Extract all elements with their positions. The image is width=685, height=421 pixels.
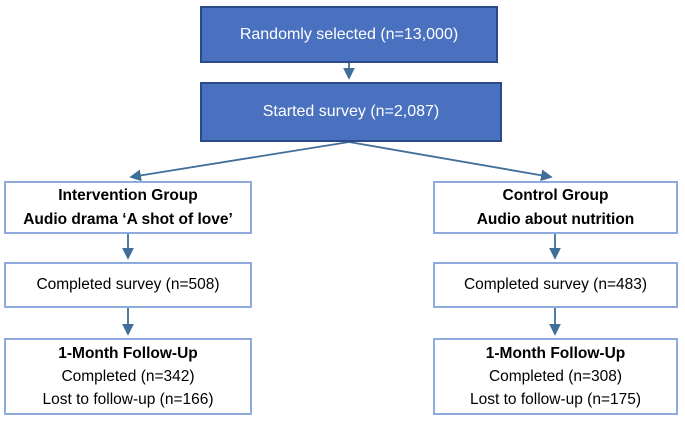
started-survey-label: Started survey (n=2,087) [262, 103, 440, 120]
intervention-completed-survey-box: Completed survey (n=508) [4, 262, 252, 308]
control-followup-completed: Completed (n=308) [488, 367, 623, 385]
intervention-followup-title: 1-Month Follow-Up [58, 344, 198, 362]
randomly-selected-box: Randomly selected (n=13,000) [200, 6, 498, 63]
control-followup-box: 1-Month Follow-Up Completed (n=308) Lost… [433, 338, 678, 415]
control-group-title: Control Group [502, 187, 609, 205]
control-group-subtitle: Audio about nutrition [476, 210, 635, 228]
arrow-started-to-control [348, 141, 553, 182]
control-followup-title: 1-Month Follow-Up [485, 344, 626, 362]
intervention-followup-completed: Completed (n=342) [61, 367, 195, 385]
intervention-group-subtitle: Audio drama ‘A shot of love’ [23, 210, 233, 228]
randomly-selected-label: Randomly selected (n=13,000) [239, 25, 459, 43]
control-group-box: Control Group Audio about nutrition [433, 181, 678, 234]
arrow-started-to-intervention [129, 141, 350, 182]
intervention-group-title: Intervention Group [58, 187, 198, 205]
started-survey-box: Started survey (n=2,087) [200, 82, 502, 142]
intervention-followup-box: 1-Month Follow-Up Completed (n=342) Lost… [4, 338, 252, 415]
control-completed-survey-label: Completed survey (n=483) [463, 276, 648, 294]
intervention-followup-lost: Lost to follow-up (n=166) [42, 391, 214, 409]
intervention-completed-survey-label: Completed survey (n=508) [36, 276, 220, 294]
control-completed-survey-box: Completed survey (n=483) [433, 262, 678, 308]
control-followup-lost: Lost to follow-up (n=175) [469, 391, 642, 409]
intervention-group-box: Intervention Group Audio drama ‘A shot o… [4, 181, 252, 234]
